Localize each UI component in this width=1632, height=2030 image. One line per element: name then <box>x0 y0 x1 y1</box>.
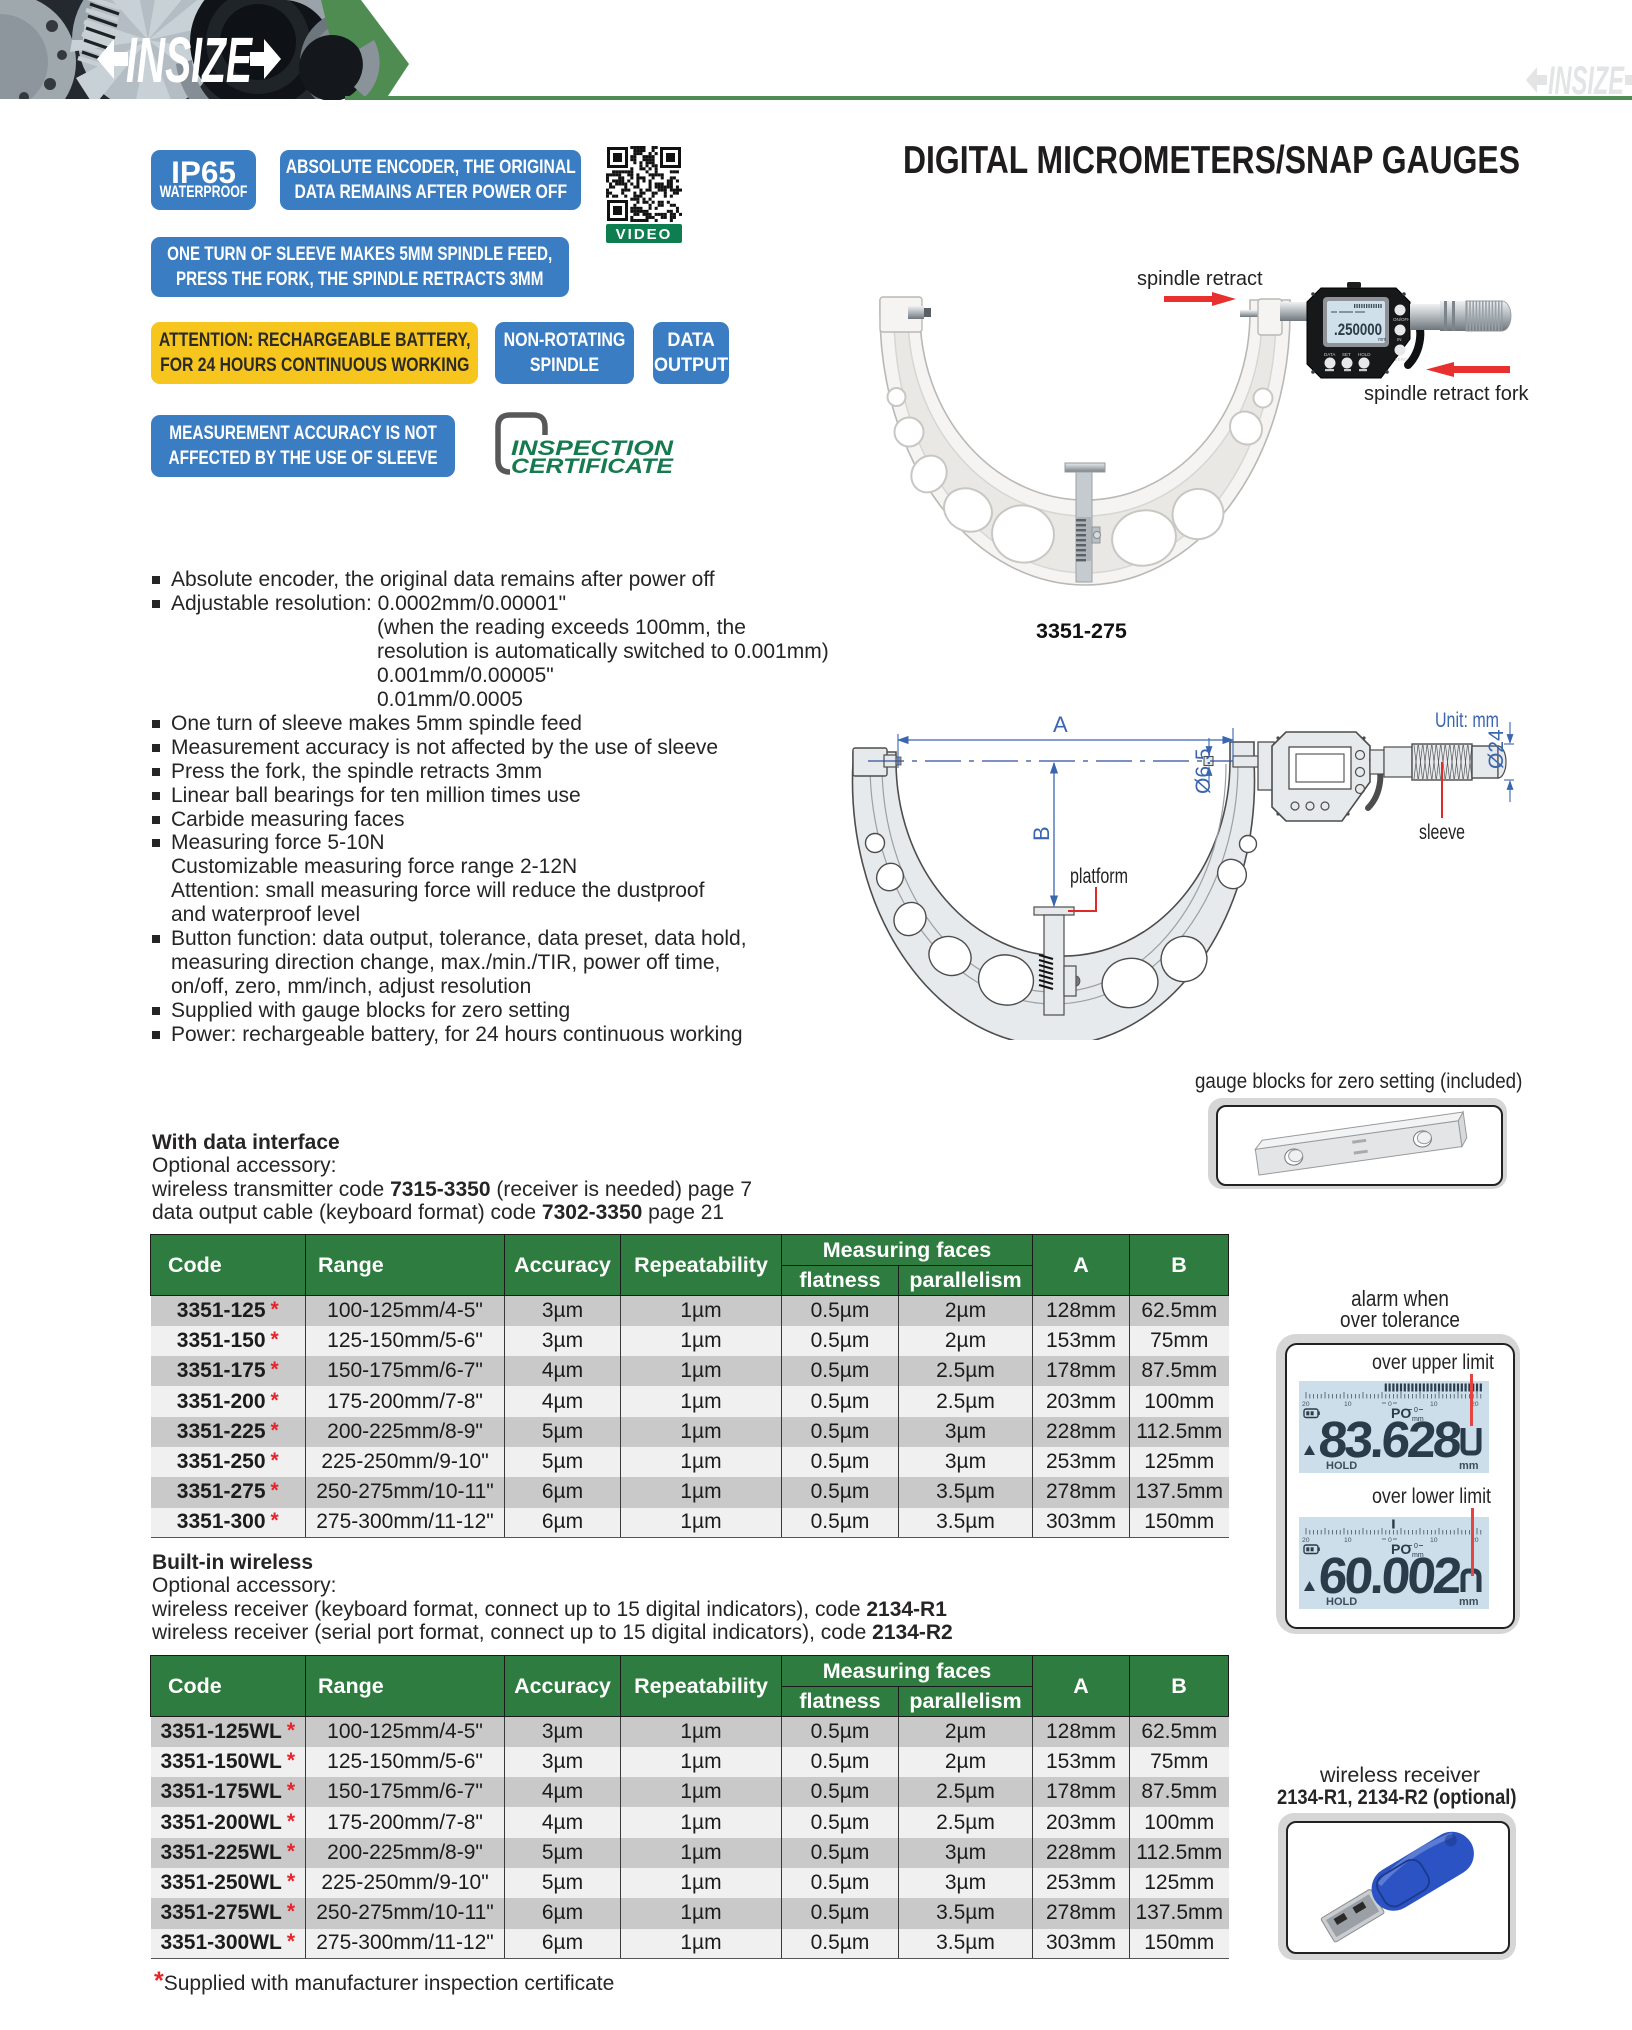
svg-text:mm: mm <box>1459 1460 1479 1472</box>
svg-text:0: 0 <box>1414 1407 1418 1414</box>
svg-text:HOLD: HOLD <box>1326 1596 1357 1608</box>
svg-text:10: 10 <box>1430 1401 1438 1408</box>
svg-text:spindle retract: spindle retract <box>1137 268 1263 290</box>
svg-text:10: 10 <box>1344 1537 1352 1544</box>
svg-text:20: 20 <box>1471 1401 1479 1408</box>
svg-text:20: 20 <box>1302 1537 1310 1544</box>
svg-text:20: 20 <box>1302 1401 1310 1408</box>
svg-text:.250000: .250000 <box>1334 320 1382 339</box>
svg-text:INSPECTION: INSPECTION <box>511 437 674 460</box>
svg-text:mm: mm <box>1412 1552 1424 1559</box>
svg-text:B: B <box>1029 826 1054 841</box>
svg-text:ON/OFF: ON/OFF <box>1393 317 1410 322</box>
svg-text:Ø24: Ø24 <box>1485 729 1508 769</box>
svg-text:SET: SET <box>1342 352 1351 357</box>
svg-text:CERTIFICATE: CERTIFICATE <box>511 455 674 478</box>
svg-text:HOLD: HOLD <box>1358 352 1371 357</box>
svg-text:mm: mm <box>1459 1596 1479 1608</box>
svg-text:spindle retract fork: spindle retract fork <box>1364 383 1530 405</box>
svg-text:IN: IN <box>1397 337 1402 342</box>
svg-text:Ø6.5: Ø6.5 <box>1192 748 1215 794</box>
svg-text:0: 0 <box>1388 1401 1392 1408</box>
svg-text:mm: mm <box>1378 337 1386 343</box>
svg-text:ZERO: ZERO <box>1395 357 1408 362</box>
svg-text:83.628: 83.628 <box>1317 1411 1463 1468</box>
svg-text:PO: PO <box>1391 1405 1411 1421</box>
svg-text:mm: mm <box>1412 1416 1424 1423</box>
svg-text:A: A <box>1053 712 1068 737</box>
svg-text:DATA: DATA <box>1324 352 1335 357</box>
svg-text:VIDEO: VIDEO <box>616 226 673 243</box>
svg-text:60.002: 60.002 <box>1317 1547 1463 1604</box>
svg-text:PO: PO <box>1391 1541 1411 1557</box>
svg-text:0: 0 <box>1388 1537 1392 1544</box>
svg-text:0: 0 <box>1414 1543 1418 1550</box>
svg-text:Unit: mm: Unit: mm <box>1435 709 1499 732</box>
svg-text:INSIZE: INSIZE <box>1548 62 1625 98</box>
svg-text:sleeve: sleeve <box>1419 821 1465 844</box>
svg-text:INSIZE: INSIZE <box>126 24 253 96</box>
svg-text:10: 10 <box>1430 1537 1438 1544</box>
svg-text:10: 10 <box>1344 1401 1352 1408</box>
svg-text:20: 20 <box>1471 1537 1479 1544</box>
svg-text:platform: platform <box>1070 865 1128 888</box>
svg-text:HOLD: HOLD <box>1326 1460 1357 1472</box>
